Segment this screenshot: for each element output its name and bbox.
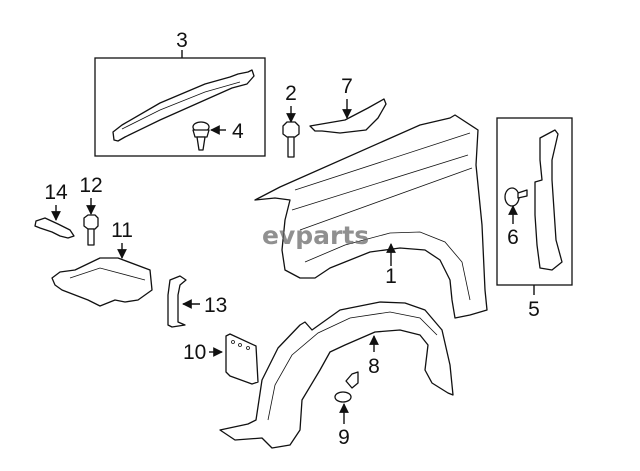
part-7-group[interactable]: 7 — [309, 75, 387, 134]
clip-part-6 — [504, 187, 528, 207]
fender-wheel-arch — [304, 231, 471, 301]
flap-hole-c — [246, 346, 250, 350]
part-2-group[interactable]: 2 — [282, 82, 300, 158]
callout-2: 2 — [285, 82, 297, 105]
fender-liner-part-8 — [219, 301, 454, 449]
shield-detail — [69, 267, 146, 281]
part-14-group[interactable]: 14 — [34, 181, 75, 239]
flap-hole-a — [231, 340, 235, 344]
part-10-group[interactable]: 10 — [183, 333, 259, 385]
callout-6: 6 — [507, 226, 519, 249]
callout-5: 5 — [528, 298, 540, 321]
callout-14: 14 — [44, 181, 68, 204]
mud-flap-part-10 — [225, 333, 259, 385]
bolt-shaft-12 — [87, 228, 95, 246]
callout-11: 11 — [111, 219, 133, 242]
liner-inner-line — [267, 311, 438, 421]
part-1-group[interactable]: 1 — [254, 114, 488, 319]
callout-1: 1 — [385, 265, 397, 288]
splash-shield-part-11 — [51, 257, 153, 307]
part-9-group[interactable]: 9 — [334, 371, 359, 449]
part-3-group[interactable]: 3 4 — [94, 29, 266, 157]
part-12-group[interactable]: 12 — [79, 174, 103, 246]
watermark-logo: evparts — [262, 221, 369, 250]
seal-strip-detail — [121, 81, 241, 130]
clip-9-head — [334, 391, 352, 403]
bolt-part-2 — [282, 121, 300, 138]
callout-10: 10 — [183, 341, 206, 364]
clip-part-9 — [345, 371, 359, 389]
callout-7: 7 — [341, 75, 353, 98]
upper-seal-part-7 — [309, 98, 387, 134]
bolt-part-12 — [83, 214, 99, 230]
callout-12: 12 — [79, 174, 102, 197]
callout-4: 4 — [232, 120, 244, 143]
part-11-group[interactable]: 11 — [51, 219, 153, 307]
part-3-box — [94, 57, 266, 157]
pillar-seal-part-5 — [534, 129, 563, 271]
clip-part-4 — [192, 121, 210, 151]
callout-9: 9 — [338, 426, 350, 449]
part-5-group[interactable]: 5 6 — [496, 117, 573, 321]
fender-part-1 — [254, 114, 488, 319]
callout-13: 13 — [204, 294, 227, 317]
part-8-group[interactable]: 8 — [219, 301, 454, 449]
callout-3: 3 — [176, 29, 188, 52]
fender-line-a — [294, 132, 471, 191]
part-13-group[interactable]: 13 — [167, 275, 227, 328]
bracket-part-14 — [34, 217, 75, 239]
bolt-shaft-2 — [287, 136, 295, 158]
flap-hole-b — [238, 343, 242, 347]
fender-line-b — [291, 154, 469, 211]
callout-8: 8 — [368, 355, 380, 378]
seal-part-13 — [167, 275, 187, 328]
fender-line-c — [299, 167, 473, 231]
